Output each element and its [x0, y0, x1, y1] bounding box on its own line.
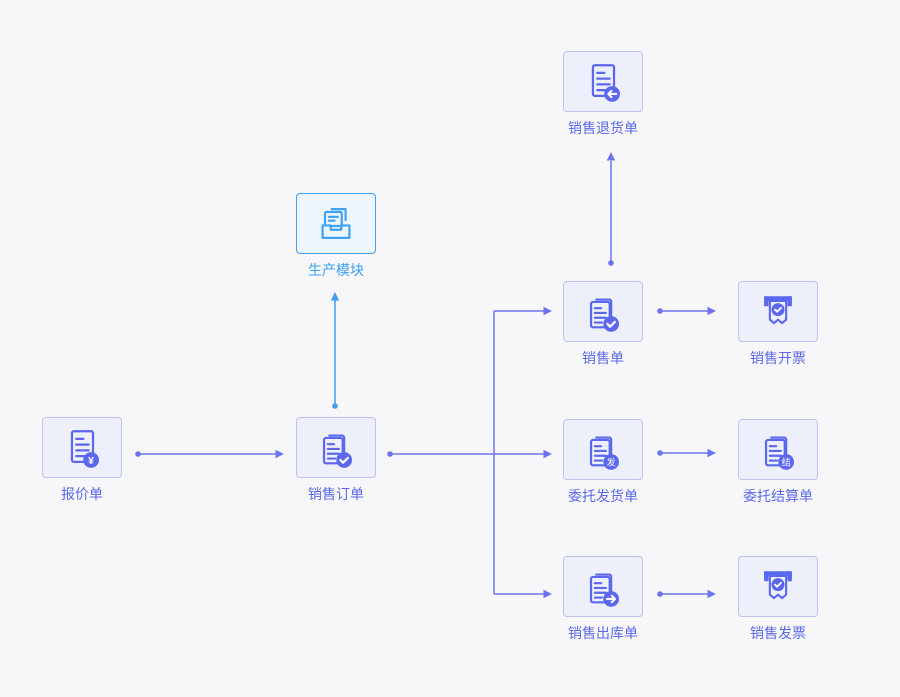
svg-text:¥: ¥ — [88, 454, 94, 466]
document-return-icon — [591, 63, 620, 102]
connector-sales-slip-to-sales-return — [606, 152, 616, 266]
sales-outbound-card[interactable] — [563, 556, 643, 617]
sales-return-card[interactable] — [563, 51, 643, 112]
connector-sales-order-branch — [387, 306, 552, 599]
receipt-check-icon — [764, 570, 792, 599]
node-sales-outbound[interactable]: 销售出库单 — [563, 556, 643, 641]
node-sales-order[interactable]: 销售订单 — [296, 417, 376, 502]
svg-text:结: 结 — [782, 456, 791, 467]
sales-invoice-label: 销售发票 — [750, 625, 806, 641]
node-production-module[interactable]: 生产模块 — [296, 193, 376, 278]
documents-check-icon — [589, 297, 620, 332]
sales-invoice-card[interactable] — [738, 556, 818, 617]
sales-return-label: 销售退货单 — [568, 120, 638, 136]
connector-sales-slip-to-invoicing — [657, 306, 716, 316]
node-sales-return[interactable]: 销售退货单 — [563, 51, 643, 136]
sales-order-card[interactable] — [296, 417, 376, 478]
node-sales-slip[interactable]: 销售单 — [563, 281, 643, 366]
consign-settlement-label: 委托结算单 — [743, 488, 813, 504]
documents-check-icon — [322, 433, 353, 468]
sales-invoicing-card[interactable] — [738, 281, 818, 342]
svg-text:发: 发 — [607, 456, 616, 467]
sales-slip-card[interactable] — [563, 281, 643, 342]
node-quotation[interactable]: ¥ 报价单 — [42, 417, 122, 502]
consign-delivery-label: 委托发货单 — [568, 488, 638, 504]
quotation-card[interactable]: ¥ — [42, 417, 122, 478]
connector-outbound-to-invoice — [657, 589, 716, 599]
documents-settle-icon: 结 — [764, 435, 795, 470]
quotation-label: 报价单 — [61, 486, 103, 502]
consign-delivery-card[interactable]: 发 — [563, 419, 643, 480]
node-sales-invoice[interactable]: 销售发票 — [738, 556, 818, 641]
sales-slip-label: 销售单 — [582, 350, 624, 366]
sales-invoicing-label: 销售开票 — [750, 350, 806, 366]
node-consign-delivery[interactable]: 发 委托发货单 — [563, 419, 643, 504]
consign-settlement-card[interactable]: 结 — [738, 419, 818, 480]
document-yuan-icon: ¥ — [70, 429, 99, 468]
production-module-card[interactable] — [296, 193, 376, 254]
sales-outbound-label: 销售出库单 — [568, 625, 638, 641]
connector-sales-order-to-production — [330, 292, 340, 409]
archive-box-icon — [321, 207, 351, 239]
connector-quotation-to-sales-order — [135, 449, 284, 459]
node-consign-settlement[interactable]: 结 委托结算单 — [738, 419, 818, 504]
sales-order-label: 销售订单 — [308, 486, 364, 502]
node-sales-invoicing[interactable]: 销售开票 — [738, 281, 818, 366]
connector-delivery-to-settlement — [657, 448, 716, 458]
documents-deliver-icon: 发 — [589, 435, 620, 470]
documents-outbound-icon — [589, 572, 620, 607]
production-module-label: 生产模块 — [308, 262, 364, 278]
receipt-check-icon — [764, 295, 792, 324]
